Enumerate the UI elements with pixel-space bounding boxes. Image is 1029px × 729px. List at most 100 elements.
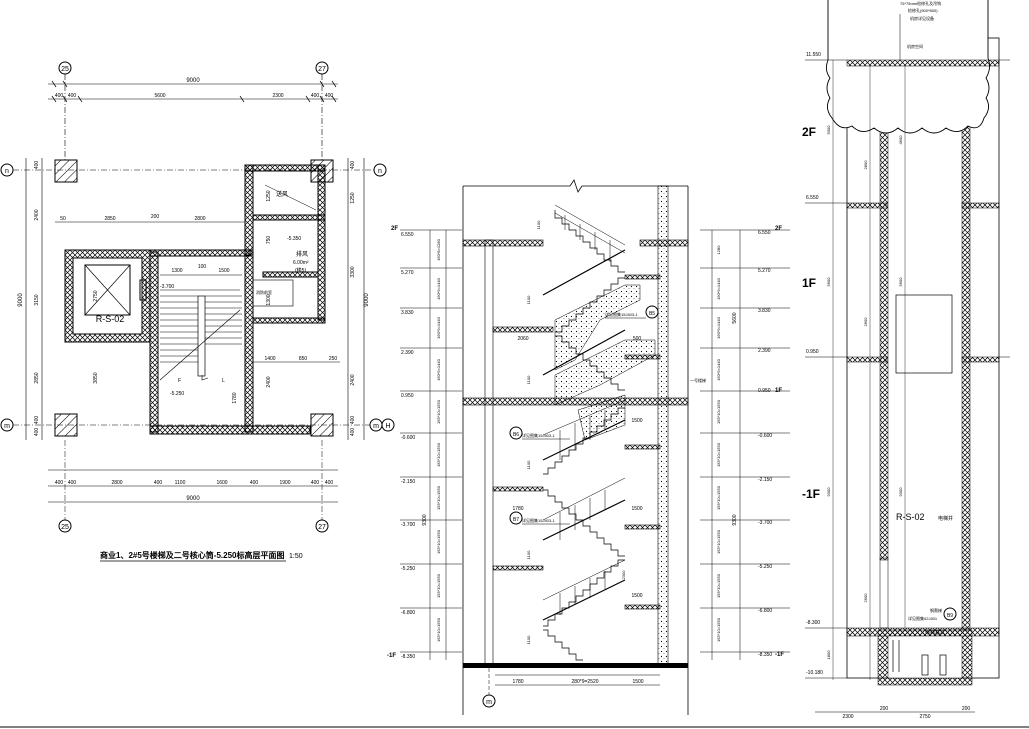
step-dim: 155*10=1550 <box>436 529 441 554</box>
dim-text: 400 <box>154 480 163 486</box>
dim-text: 5000 <box>826 125 831 135</box>
floor-tag: 2F <box>775 226 782 232</box>
step-dim: 155*10=1550 <box>716 399 721 424</box>
level-text: 6.550 <box>401 232 414 238</box>
dim-text: 5600 <box>898 277 903 287</box>
level-text: -0.600 <box>758 433 772 439</box>
dim-text: 850 <box>299 356 308 362</box>
level-mark: -5.250 <box>170 391 184 397</box>
level-text: -5.250 <box>401 566 415 572</box>
level-text: -8.300 <box>806 620 820 626</box>
dim-text: 9300 <box>898 487 903 497</box>
callout-code: B6 <box>513 432 519 438</box>
dim-text: 2300 <box>621 570 626 580</box>
dim-text: 280*9=2520 <box>571 679 598 685</box>
dim-text: 400 <box>55 93 64 99</box>
dim-text: 400 <box>350 428 356 437</box>
dim-text: 1100 <box>536 220 541 229</box>
stair-section: 2F 6.550 5.270 3.830 2.390 0.950 -0.600 … <box>387 179 790 715</box>
step-dim: 155*10=1550 <box>436 573 441 598</box>
elevator-car <box>895 294 953 374</box>
step-dim: 1280 <box>716 245 721 255</box>
column <box>54 159 78 183</box>
shaft-label: 送风 <box>276 190 288 198</box>
group-dim: 5600 <box>732 312 738 323</box>
note-text: 机房详见设备 <box>910 15 934 21</box>
dim-text: 400 <box>311 480 320 486</box>
detail-callout: B5 详见图集15J403-1 <box>605 305 659 319</box>
dim-text: 400 <box>34 428 40 437</box>
level-text: 2.390 <box>401 350 414 356</box>
dim-text: 1500 <box>632 679 643 685</box>
plan-scale: 1:50 <box>289 553 303 560</box>
stair-mark: L <box>222 378 225 384</box>
axis-bubble: m <box>369 418 383 432</box>
axis-bubble: 27 <box>315 519 329 533</box>
dim-text: 1100 <box>526 375 531 384</box>
section-note: 一号楼梯 <box>690 377 706 383</box>
level-text: -2.150 <box>401 479 415 485</box>
step-dim: 160*9=1440 <box>436 358 441 380</box>
dim-text: 2800 <box>863 160 868 170</box>
callout-code: B9 <box>947 613 953 619</box>
level-text: -6.800 <box>758 608 772 614</box>
axis-label: 27 <box>318 524 326 531</box>
floor-tag: -1F <box>775 652 784 658</box>
axis-label: 25 <box>61 524 69 531</box>
step-dim: 155*10=1550 <box>436 442 441 467</box>
level-text: 11.550 <box>806 52 821 58</box>
dim-text: 2600 <box>863 593 868 603</box>
shaft-note: 排风 <box>296 250 308 258</box>
step-dim: 160*9=1440 <box>716 358 721 380</box>
note-text: 检修孔(500*800) <box>908 7 938 13</box>
floor-tag: 1F <box>775 388 782 394</box>
dim-text: 2060 <box>517 336 528 342</box>
note-text: 75*75mm检修孔及吊钩 <box>900 0 941 6</box>
level-text: 0.950 <box>806 349 819 355</box>
step-dim: 155*10=1550 <box>716 442 721 467</box>
dim-text: 400 <box>34 416 40 425</box>
plan-title: 商业1、2#5号楼梯及二号核心筒-5.250标高层平面图 <box>100 550 284 560</box>
dim-text: 1300 <box>171 268 182 274</box>
shaft-label: R-S-02 <box>896 512 925 522</box>
dim-text: 400 <box>34 161 40 170</box>
dim-text: 1900 <box>279 480 290 486</box>
dim-total: 9000 <box>186 496 200 502</box>
callout-code: B7 <box>513 517 519 523</box>
step-dim: 160*9=1440 <box>716 316 721 338</box>
axis-bubble: 25 <box>58 61 72 75</box>
dim-text: 400 <box>55 480 64 486</box>
dim-text: 2850 <box>34 372 40 383</box>
dim-text: 200 <box>151 214 160 220</box>
dim-total: 9000 <box>364 293 370 307</box>
level-text: 0.950 <box>758 388 771 394</box>
step-dim: 160*9=1440 <box>436 277 441 299</box>
dim-text: 2300 <box>842 714 853 720</box>
axis-bubble: n <box>0 163 14 177</box>
shaft-note: 6.00m² <box>293 260 309 266</box>
dim-text: 1100 <box>526 460 531 469</box>
dim-text: 400 <box>311 93 320 99</box>
dim-text: 1500 <box>218 268 229 274</box>
level-text: -8.350 <box>758 652 772 658</box>
step-dim: 155*10=1550 <box>436 485 441 510</box>
level-text: -8.350 <box>401 654 415 660</box>
elevator-car <box>84 264 131 316</box>
axis-bubble: 27 <box>315 61 329 75</box>
dim-text: 9300 <box>826 487 831 497</box>
detail-callout: B6 详见图集15J403-1 <box>509 426 570 440</box>
floor-label: 2F <box>802 125 816 139</box>
dim-text: 2600 <box>863 317 868 327</box>
dim-text: 1100 <box>175 480 186 486</box>
dim-total: 9000 <box>186 78 200 84</box>
elevator-section: 11.550 6.550 0.950 -8.300 -10.180 2F 1F … <box>802 0 1010 720</box>
dim-text: 250 <box>329 356 338 362</box>
dim-text: 400 <box>350 161 356 170</box>
axis-label: 25 <box>61 66 69 73</box>
level-text: -2.150 <box>758 477 772 483</box>
shaft-label: 电梯井 <box>938 515 953 522</box>
dim-text: 5600 <box>826 277 831 287</box>
dim-text: 500 <box>633 336 642 342</box>
pit-note: 详见图集02J401 <box>908 615 938 621</box>
